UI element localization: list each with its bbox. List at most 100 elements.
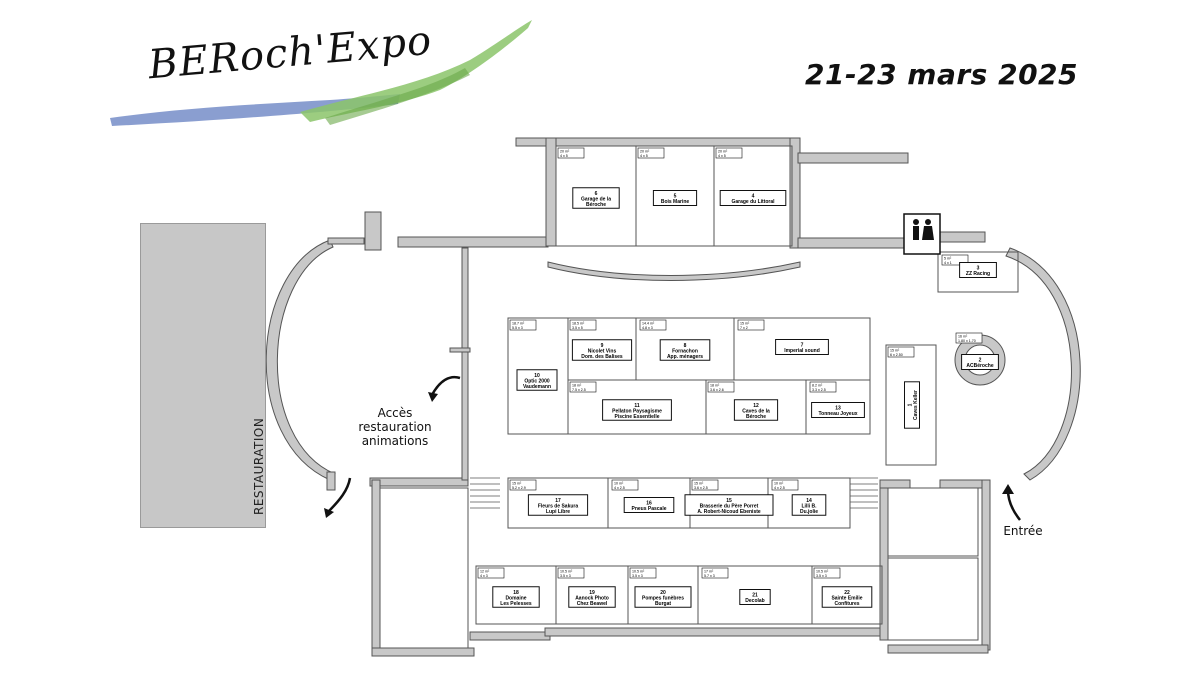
stand-area: 18 m²	[710, 384, 720, 388]
stand-area-tag	[813, 567, 841, 579]
stand-area-tag	[637, 147, 665, 159]
stand-name: Pneus Pascale	[631, 506, 666, 512]
stand-name-box	[961, 354, 999, 370]
stand-dims: 3.5 x 5	[572, 326, 583, 330]
stairs	[470, 477, 878, 509]
stand-name: Chez Beawel	[577, 601, 608, 607]
stand-name: Du.jolie	[800, 509, 818, 515]
stand-name: Decolab	[745, 598, 764, 604]
stand-dims: 6 x 2.50	[890, 353, 903, 357]
stand-name-box	[811, 402, 865, 418]
stand-area: 15 m²	[512, 482, 522, 486]
stand-name: Fornachon	[672, 348, 698, 354]
stand-name-box	[904, 381, 920, 429]
stand-dims: 4 x 3	[480, 574, 488, 578]
stand-area-tag	[611, 479, 639, 491]
entree-label: Entrée	[1003, 524, 1043, 538]
stand-dims: 3.5 x 3	[560, 574, 571, 578]
stand-number: 9	[601, 343, 604, 349]
stand-name-box	[623, 497, 675, 513]
stand-name: Pellaton Paysagisme	[612, 408, 662, 414]
stand-area: 20 m²	[560, 150, 570, 154]
stand-name: Caves Keller	[913, 390, 919, 420]
stand-dims: 3.5 x 3	[816, 574, 827, 578]
stand-name: Imperial sound	[784, 348, 820, 354]
restauration-area	[140, 223, 266, 528]
stand-number: 13	[835, 406, 841, 412]
stand-name: Garage de la	[581, 196, 611, 202]
stand-area: 10 m²	[774, 482, 784, 486]
stand-area-tag	[629, 567, 657, 579]
main-hall-walls	[371, 137, 1081, 657]
stand-area: 20 m²	[718, 150, 728, 154]
stand-number: 12	[753, 403, 759, 409]
stand-number: 19	[589, 590, 595, 596]
stand-name-box	[634, 586, 692, 608]
acces-line2: restauration	[358, 420, 432, 434]
stand-name: Domaine	[505, 595, 526, 601]
stand-name: Béroche	[746, 414, 766, 420]
stand-name-box	[492, 586, 540, 608]
stand-dims: 5.5 x 3	[512, 326, 523, 330]
stand-name-box	[959, 262, 997, 278]
stand-number: 6	[595, 191, 598, 197]
stand-dims: 3.6 x 2.5	[694, 486, 708, 490]
stand-dims: 1.80 x 1.70	[958, 339, 976, 343]
stand-number: 10	[534, 373, 540, 379]
stand-area-tag	[809, 381, 837, 393]
stand-area-tag	[771, 479, 799, 491]
stand-area-tag	[737, 319, 765, 331]
stand-area: 15 m²	[890, 349, 900, 353]
stand-area-tag	[691, 479, 719, 491]
stand-area: 16 m²	[958, 335, 968, 339]
stand-number: 3	[977, 266, 980, 272]
stand-dims: 4 x 2.5	[774, 486, 785, 490]
stand-name: Lupi Libre	[546, 509, 570, 515]
stand-name-box	[568, 586, 616, 608]
stand-name: Dom. des Balises	[581, 354, 623, 360]
stand-area-tag	[887, 346, 915, 358]
stand-dims: 4 x 5	[640, 154, 648, 158]
stand-dims: 4.8 x 3	[642, 326, 653, 330]
stand-area-tag	[569, 319, 597, 331]
stand-area: 15 m²	[740, 322, 750, 326]
stand-number: 15	[726, 498, 732, 504]
stand-name-box	[659, 339, 711, 361]
stand-name: Les Pelesses	[500, 601, 532, 607]
stand-number: 16	[646, 501, 652, 507]
stand-area: 18.5 m²	[572, 322, 585, 326]
stand-dims: 5.2 x 2.9	[512, 486, 526, 490]
stand-area-tag	[707, 381, 735, 393]
stand-name-box	[571, 339, 633, 361]
stand-dims: 7 x 2	[740, 326, 748, 330]
stand-name-box	[791, 494, 827, 516]
stand-name-box	[527, 494, 589, 516]
stand-number: 5	[674, 194, 677, 200]
stand-number: 22	[844, 590, 850, 596]
stand-area-tag	[477, 567, 505, 579]
stand-dims: 3.6 x 2.6	[710, 388, 724, 392]
toilets-icon	[903, 213, 941, 255]
stand-number: 7	[801, 343, 804, 349]
stand-area: 8.2 m²	[812, 384, 823, 388]
stand-area: 10.5 m²	[632, 570, 645, 574]
stand-name-box	[733, 399, 779, 421]
stand-area-tag	[509, 479, 537, 491]
stand-name: Pompes funèbres	[642, 595, 684, 601]
stand-name-box	[739, 589, 771, 605]
stand-area-tag	[639, 319, 667, 331]
stand-name: Vaudemann	[523, 384, 551, 390]
stand-number: 21	[752, 593, 758, 599]
side-rooms	[379, 145, 1019, 649]
left-wing-walls	[265, 211, 549, 491]
